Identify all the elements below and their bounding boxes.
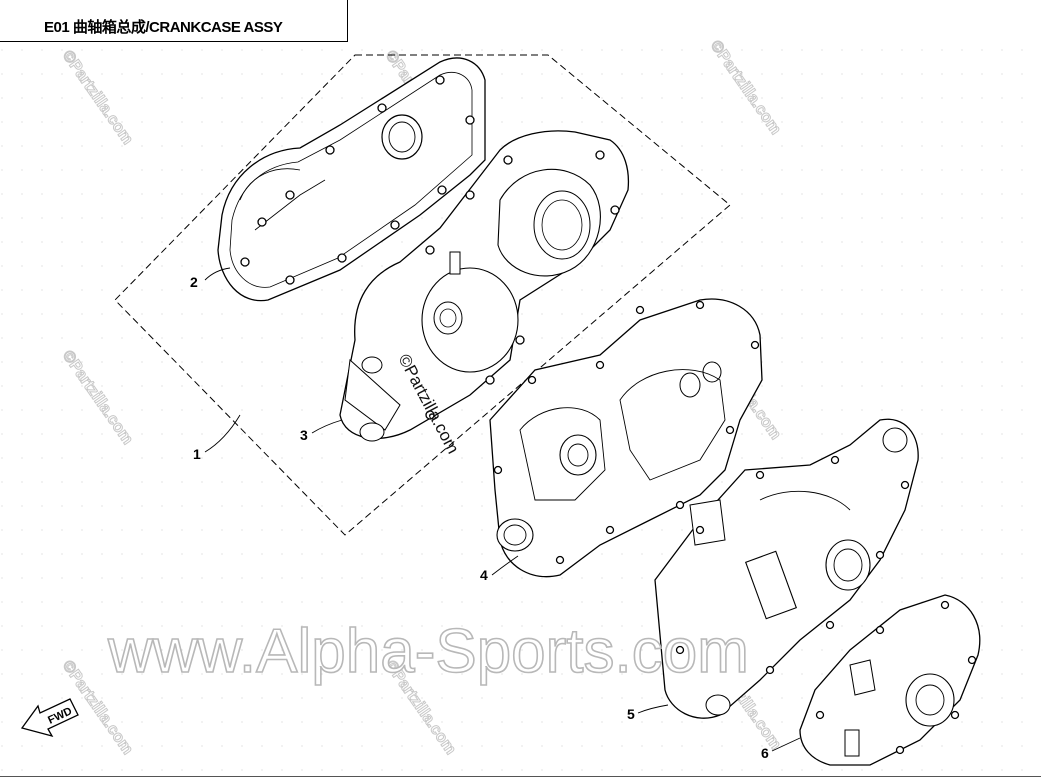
callout-6: 6	[761, 745, 769, 761]
part-5-crankcase-right	[654, 418, 919, 719]
leader-line-5	[637, 704, 669, 714]
fwd-arrow-icon	[20, 698, 79, 738]
callout-2: 2	[190, 274, 198, 290]
leader-line-6	[771, 737, 801, 752]
leader-line-4	[491, 555, 519, 576]
part-2-outer-cover	[217, 57, 486, 302]
callout-5: 5	[627, 706, 635, 722]
leader-line-3	[311, 419, 343, 434]
diagram-code: E01	[44, 19, 70, 36]
diagram-title-text: 曲轴箱总成/CRANKCASE ASSY	[72, 19, 283, 36]
leader-line-1	[204, 414, 241, 453]
title-block: E01 曲轴箱总成/CRANKCASE ASSY	[0, 0, 348, 42]
leader-line-2	[204, 267, 231, 281]
part-4-crankcase-left	[489, 298, 763, 578]
callout-1: 1	[193, 446, 201, 462]
site-watermark: www.Alpha-Sports.com	[107, 617, 749, 686]
bottom-rule	[0, 776, 1041, 777]
diagram-title: E01 曲轴箱总成/CRANKCASE ASSY	[44, 16, 283, 37]
callout-4: 4	[480, 567, 488, 583]
part-6-magneto-cover	[799, 594, 981, 766]
leader-lines	[204, 267, 801, 752]
callout-3: 3	[300, 427, 308, 443]
part-3-inner-cover	[339, 130, 630, 442]
